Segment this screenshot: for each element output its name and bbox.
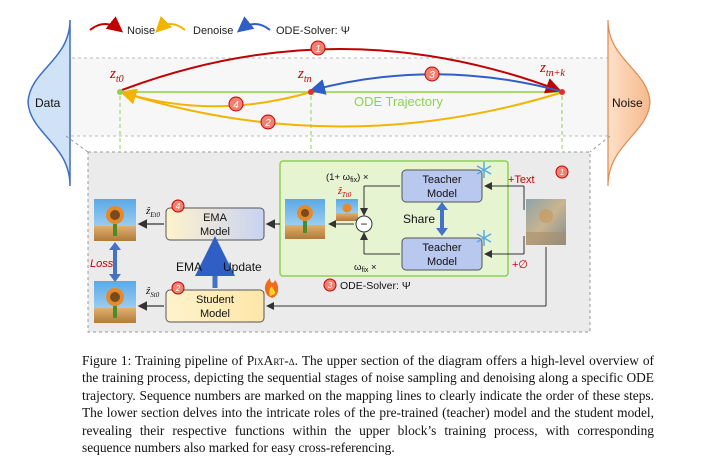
- noise-arc: [121, 48, 562, 94]
- image-noisy-input: [526, 199, 566, 245]
- upper-section: Data Noise ODE Trajectory zt0 ztn ztn+k …: [27, 19, 651, 194]
- legend-denoise-label: Denoise: [193, 25, 233, 37]
- student-model-label-1: Student: [196, 294, 234, 306]
- legend-ode-line: [236, 16, 271, 33]
- svg-text:3: 3: [429, 70, 435, 81]
- step-badge-3-bottom: 3: [323, 278, 337, 292]
- svg-text:3: 3: [328, 281, 333, 290]
- image-teacher-small: [336, 199, 358, 221]
- point-z-tn: [308, 89, 314, 95]
- teacher-model-bottom-box: [401, 237, 483, 271]
- ema-update-left: EMA: [176, 260, 202, 274]
- ode-solver-label: ODE-Solver: Ψ: [340, 280, 411, 292]
- teacher-bottom-label-1: Teacher: [422, 242, 461, 254]
- step-badge-1-top: 1: [310, 40, 326, 56]
- ode-trajectory-label: ODE Trajectory: [354, 94, 443, 109]
- teacher-bottom-label-2: Model: [427, 256, 457, 268]
- point-z-tnk: [559, 89, 565, 95]
- legend-noise-label: Noise: [127, 25, 155, 37]
- z-tnk-label: ztn+k: [539, 60, 565, 79]
- guidance-bottom: ωfix ×: [354, 262, 377, 274]
- ema-update-right: Update: [223, 260, 262, 274]
- legend-ode-label: ODE-Solver: Ψ: [276, 25, 350, 37]
- svg-text:2: 2: [175, 284, 181, 293]
- point-z-t0: [117, 89, 123, 95]
- step-badge-1-bottom: 1: [555, 165, 569, 179]
- image-student-output: [94, 281, 136, 323]
- z-hat-student: ẑSt0: [145, 285, 160, 299]
- step-badge-4-top: 4: [228, 96, 244, 112]
- image-teacher-output: [285, 199, 325, 239]
- image-ema-output: [94, 199, 136, 241]
- student-model-label-2: Model: [200, 308, 230, 320]
- pipeline-diagram: Noise Denoise ODE-Solver: Ψ Data Noise O…: [27, 15, 651, 333]
- trajectory-band: [65, 57, 611, 137]
- step-badge-4-bottom: 4: [171, 199, 185, 213]
- caption-label: Figure 1: Training pipeline of: [82, 353, 247, 368]
- svg-text:4: 4: [176, 202, 181, 211]
- z-t0-label: zt0: [109, 66, 124, 85]
- svg-text:2: 2: [264, 118, 271, 129]
- noise-distribution: [607, 19, 651, 187]
- denoise-arc-2: [120, 88, 561, 128]
- step-badge-3-top: 3: [424, 66, 440, 82]
- svg-text:1: 1: [315, 44, 321, 55]
- lower-section: EMA Model Student Model EMA Update Loss …: [87, 151, 591, 333]
- ema-model-label-1: EMA: [203, 212, 228, 224]
- flame-icon: [264, 278, 279, 298]
- ema-model-label-2: Model: [200, 226, 230, 238]
- svg-text:−: −: [360, 217, 367, 231]
- legend-denoise-line: [155, 15, 186, 33]
- legend: Noise Denoise ODE-Solver: Ψ: [89, 15, 350, 37]
- step-badge-2-top: 2: [260, 114, 276, 130]
- z-hat-ema: ẑEt0: [145, 205, 161, 219]
- caption-name: PixArt-δ: [246, 353, 295, 368]
- share-label: Share: [403, 212, 435, 226]
- data-label: Data: [35, 96, 61, 110]
- step-badge-2-bottom: 2: [171, 281, 185, 295]
- teacher-top-label-2: Model: [427, 188, 457, 200]
- svg-text:4: 4: [233, 100, 239, 111]
- svg-text:1: 1: [560, 168, 564, 177]
- guidance-top: (1+ ωfix) ×: [326, 172, 368, 184]
- plus-empty-label: +∅: [512, 259, 528, 271]
- z-hat-teacher: ẑTt0: [337, 186, 352, 199]
- snowflake-icon: [476, 162, 492, 178]
- plus-text-label: +Text: [508, 174, 535, 186]
- noise-label: Noise: [612, 96, 643, 110]
- snowflake-icon: [476, 230, 492, 246]
- teacher-top-label-1: Teacher: [422, 174, 461, 186]
- legend-noise-line: [89, 16, 124, 33]
- data-distribution: [27, 19, 71, 187]
- loss-label: Loss: [90, 258, 114, 270]
- student-model-box: [165, 289, 265, 323]
- z-tn-label: ztn: [297, 66, 312, 85]
- figure-caption: Figure 1: Training pipeline of PixArt-δ.…: [82, 352, 654, 456]
- caption-text: . The upper section of the diagram offer…: [82, 353, 654, 456]
